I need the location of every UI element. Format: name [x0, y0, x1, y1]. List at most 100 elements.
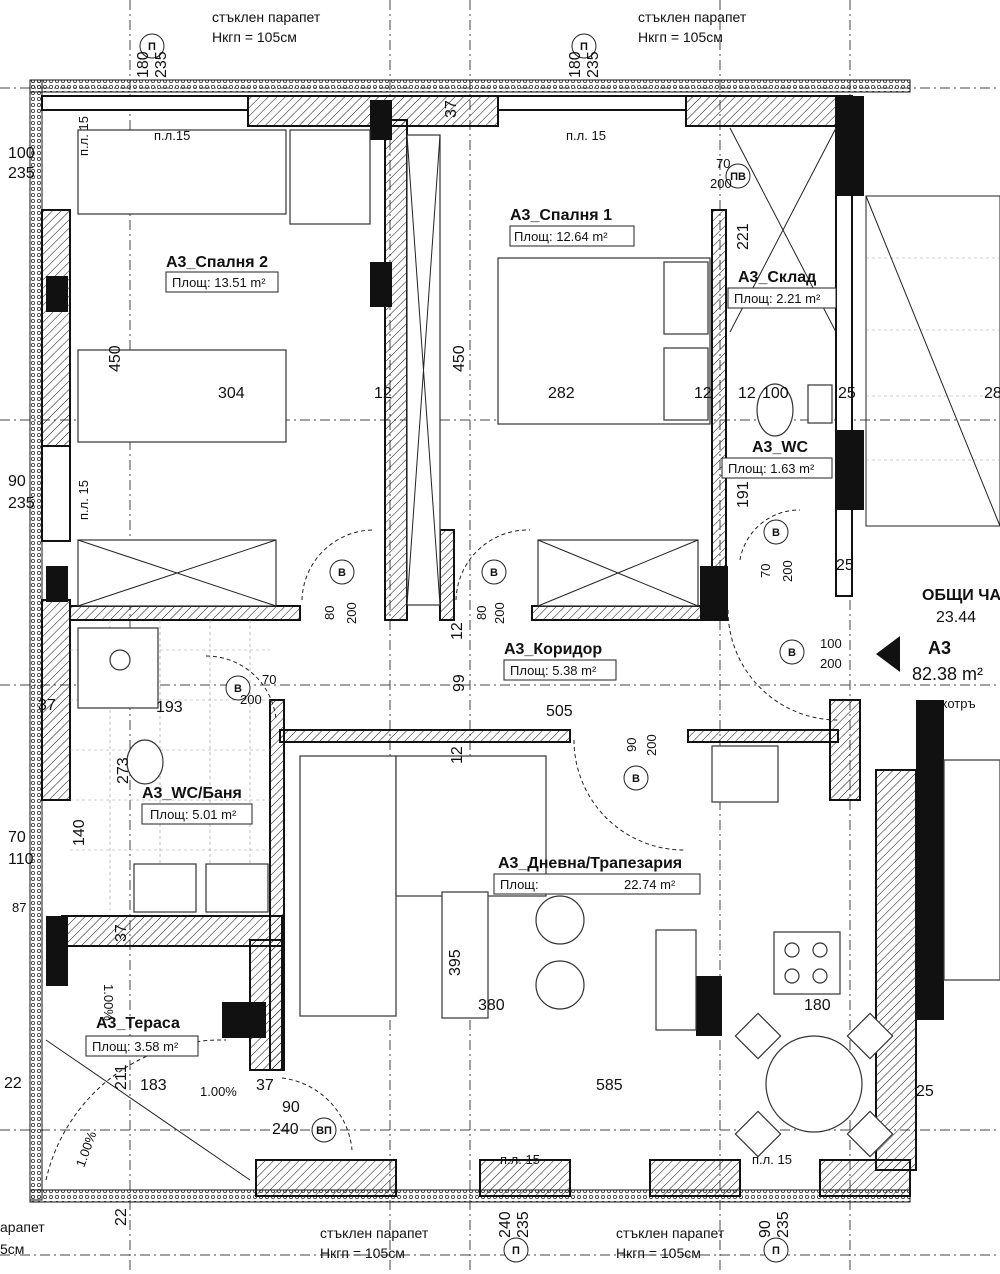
svg-text:380: 380 — [478, 997, 505, 1014]
svg-text:Площ:: Площ: — [500, 877, 539, 892]
svg-text:37: 37 — [38, 697, 56, 714]
svg-text:1.00%: 1.00% — [101, 984, 116, 1021]
svg-text:37: 37 — [113, 924, 130, 942]
svg-text:200: 200 — [780, 560, 795, 582]
svg-text:П: П — [512, 1245, 520, 1257]
svg-text:п.л. 15: п.л. 15 — [752, 1152, 792, 1167]
svg-text:200: 200 — [644, 734, 659, 756]
svg-text:22.74 m²: 22.74 m² — [624, 877, 676, 892]
desk — [289, 129, 371, 225]
svg-text:А3: А3 — [928, 638, 951, 658]
svg-text:1.00%: 1.00% — [200, 1084, 237, 1099]
svg-text:273: 273 — [115, 757, 132, 784]
marker-v-living: В — [623, 765, 649, 791]
columns — [46, 96, 944, 1038]
svg-text:п.л. 15: п.л. 15 — [76, 116, 91, 156]
svg-text:87: 87 — [12, 900, 26, 915]
svg-text:П: П — [580, 41, 588, 53]
svg-text:37: 37 — [443, 100, 460, 118]
svg-text:В: В — [490, 567, 498, 579]
svg-text:70: 70 — [716, 156, 730, 171]
svg-text:12: 12 — [738, 385, 756, 402]
svg-text:Площ: 5.38 m²: Площ: 5.38 m² — [510, 663, 597, 678]
svg-text:А3_Спалня 1: А3_Спалня 1 — [510, 207, 612, 224]
bottom-notes: стъклен парапет Нкгп = 105см стъклен пар… — [0, 1219, 725, 1261]
svg-text:585: 585 — [596, 1077, 623, 1094]
room-labels: А3_Спалня 2 Площ: 13.51 m² А3_Спалня 1 П… — [85, 207, 837, 1057]
svg-text:А3_Дневна/Трапезария: А3_Дневна/Трапезария — [498, 855, 682, 872]
svg-text:235: 235 — [585, 51, 602, 78]
svg-text:25: 25 — [916, 999, 934, 1016]
svg-text:А3_Склад: А3_Склад — [738, 269, 816, 286]
room-corridor: А3_Коридор Площ: 5.38 m² — [503, 641, 617, 681]
svg-text:235: 235 — [153, 51, 170, 78]
svg-text:Площ: 5.01 m²: Площ: 5.01 m² — [150, 807, 237, 822]
svg-text:1.00%: 1.00% — [73, 1129, 100, 1169]
svg-text:180: 180 — [135, 51, 152, 78]
svg-text:183: 183 — [140, 1077, 167, 1094]
svg-text:82.38 m²: 82.38 m² — [912, 664, 983, 684]
svg-text:180: 180 — [804, 997, 831, 1014]
svg-text:99: 99 — [451, 674, 468, 692]
svg-text:Площ: 3.58 m²: Площ: 3.58 m² — [92, 1039, 179, 1054]
svg-text:ПВ: ПВ — [730, 171, 746, 183]
room-terrace: А3_Тераса Площ: 3.58 m² — [85, 1015, 199, 1057]
svg-text:В: В — [788, 647, 796, 659]
marker-pv: ПВ — [725, 163, 751, 189]
svg-text:12: 12 — [694, 385, 712, 402]
room-bath: А3_WC/Баня Площ: 5.01 m² — [141, 785, 253, 825]
svg-text:П: П — [148, 41, 156, 53]
svg-text:200: 200 — [344, 602, 359, 624]
svg-text:Нкгп = 105см: Нкгп = 105см — [616, 1245, 701, 1261]
svg-text:28: 28 — [984, 385, 1000, 402]
svg-text:В: В — [338, 567, 346, 579]
svg-text:25: 25 — [838, 385, 856, 402]
svg-text:Нкгп = 105см: Нкгп = 105см — [320, 1245, 405, 1261]
svg-text:23.44: 23.44 — [936, 609, 976, 626]
svg-text:А3_WC/Баня: А3_WC/Баня — [142, 785, 242, 802]
room-bedroom1: А3_Спалня 1 Площ: 12.64 m² — [509, 207, 635, 247]
furniture — [45, 127, 1000, 1181]
room-wc: А3_WC Площ: 1.63 m² — [721, 439, 833, 479]
sofa — [299, 755, 397, 1017]
bed-top — [77, 129, 287, 215]
svg-text:395: 395 — [447, 949, 464, 976]
svg-text:стъклен парапет: стъклен парапет — [320, 1225, 429, 1241]
marker-p-top-left: П — [139, 33, 165, 59]
svg-text:Нкгп = 105см: Нкгп = 105см — [212, 29, 297, 45]
svg-text:90: 90 — [282, 1099, 300, 1116]
svg-text:282: 282 — [548, 385, 575, 402]
marker-v-bath: В — [225, 675, 251, 701]
svg-text:стъклен парапет: стъклен парапет — [616, 1225, 725, 1241]
top-notes: стъклен парапет Нкгп = 105см стъклен пар… — [212, 9, 747, 45]
svg-text:211: 211 — [113, 1064, 130, 1090]
svg-text:5см: 5см — [0, 1241, 24, 1257]
svg-text:п.л. 15: п.л. 15 — [76, 480, 91, 520]
svg-text:200: 200 — [710, 176, 732, 191]
svg-text:ВП: ВП — [316, 1125, 332, 1137]
svg-text:100: 100 — [820, 636, 842, 651]
svg-text:191: 191 — [735, 481, 752, 508]
svg-text:п.л. 15: п.л. 15 — [566, 128, 606, 143]
svg-text:25: 25 — [916, 855, 934, 872]
svg-text:505: 505 — [546, 703, 573, 720]
svg-text:22: 22 — [4, 1075, 22, 1092]
dining-table — [765, 1035, 863, 1133]
svg-text:Нкгп = 105см: Нкгп = 105см — [638, 29, 723, 45]
bed-bottom — [77, 349, 287, 443]
room-bedroom2: А3_Спалня 2 Площ: 13.51 m² — [165, 254, 279, 293]
svg-text:200: 200 — [820, 656, 842, 671]
svg-text:90: 90 — [8, 473, 26, 490]
svg-text:70: 70 — [758, 564, 773, 578]
svg-text:стъклен парапет: стъклен парапет — [638, 9, 747, 25]
room-storage: А3_Склад Площ: 2.21 m² — [727, 269, 837, 309]
svg-text:п.л.15: п.л.15 — [154, 128, 190, 143]
svg-text:Площ: 1.63 m²: Площ: 1.63 m² — [728, 461, 815, 476]
marker-v-bed1: В — [481, 559, 507, 585]
svg-text:140: 140 — [71, 819, 88, 846]
svg-text:п.л. 15: п.л. 15 — [500, 1152, 540, 1167]
svg-text:А3_Тераса: А3_Тераса — [96, 1015, 180, 1032]
svg-text:235: 235 — [8, 495, 35, 512]
svg-text:304: 304 — [218, 385, 245, 402]
